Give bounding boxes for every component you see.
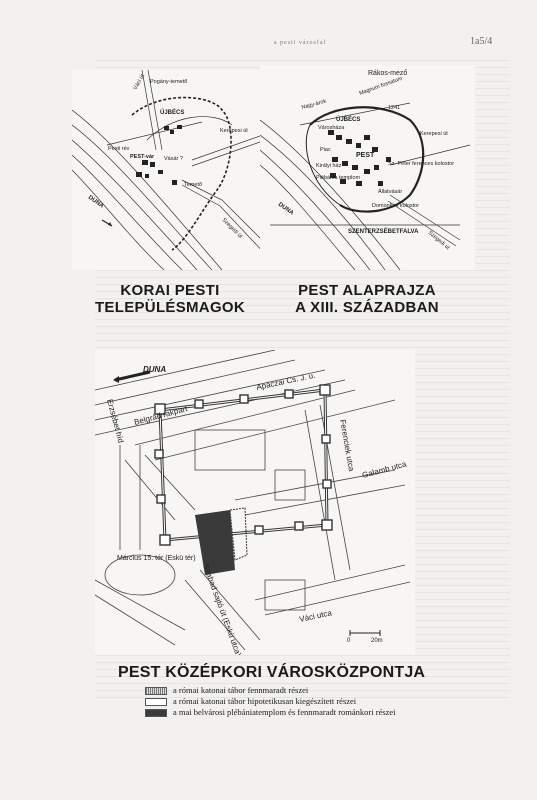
label-nagyarok: Nagy-árok bbox=[301, 99, 327, 111]
running-head: a pesti városfal bbox=[273, 40, 327, 46]
label-pesti-rev: Pesti rév bbox=[108, 146, 130, 152]
map-early-settlements: Pogány-temető ÚJBÉCS Pesti rév Kerepesi … bbox=[72, 70, 282, 270]
caption-13th: PEST ALAPRAJZA A XIII. SZÁZADBAN bbox=[282, 282, 452, 316]
label-duna-2: DUNA bbox=[277, 202, 295, 217]
map-13th-drawing: Rákos-mező Nagy-árok Magnum fossatum 124… bbox=[260, 70, 471, 270]
label-magnum: Magnum fossatum bbox=[359, 76, 404, 97]
label-szegedi: Szegedi út bbox=[221, 217, 244, 240]
label-apaczai: Apáczai Cs. J. u. bbox=[256, 371, 317, 392]
label-plebania: Plébánia templom bbox=[316, 175, 360, 181]
map-early-drawing: Pogány-temető ÚJBÉCS Pesti rév Kerepesi … bbox=[72, 70, 278, 270]
label-ujbecs: ÚJBÉCS bbox=[160, 108, 184, 116]
caption-13th-line2: A XIII. SZÁZADBAN bbox=[295, 299, 439, 316]
label-scale0: 0 bbox=[347, 638, 351, 644]
label-szenterzs: SZENTERZSÉBETFALVA bbox=[348, 227, 419, 235]
page-number: 1a5/4 bbox=[470, 36, 493, 47]
caption-early-line1: KORAI PESTI bbox=[120, 282, 220, 299]
label-duna-1: DUNA bbox=[87, 195, 105, 210]
legend-label-2: a római katonai tábor hipotetikusan kieg… bbox=[173, 696, 357, 706]
main-title: PEST KÖZÉPKORI VÁROSKÖZPONTJA bbox=[118, 664, 426, 681]
label-pestvar: PEST-vár bbox=[130, 154, 155, 160]
label-kerepesi: Kerepesi út bbox=[220, 128, 248, 134]
label-scale20: 20m bbox=[371, 638, 383, 644]
legend-row-1: a római katonai tábor fennmaradt részei bbox=[145, 685, 396, 696]
legend-label-3: a mai belvárosi plébániatemplom és fennm… bbox=[173, 707, 396, 717]
label-rakosmezo: Rákos-mező bbox=[368, 70, 407, 77]
label-kiralyi: Királyi ház bbox=[316, 163, 342, 169]
label-galamb: Galamb utca bbox=[361, 459, 408, 480]
legend-label-1: a római katonai tábor fennmaradt részei bbox=[173, 685, 309, 695]
label-marcius: Március 15. tér (Eskü tér) bbox=[117, 555, 196, 562]
label-kerepesi-2: Kerepesi út bbox=[420, 131, 448, 137]
label-duna-3: DUNA bbox=[143, 365, 166, 374]
map-city-drawing: DUNA Belgrád rakpart Apáczai Cs. J. u. E… bbox=[95, 350, 411, 655]
legend-swatch-hypothetical bbox=[145, 697, 167, 706]
label-szegedi-2: Szegedi út bbox=[427, 230, 451, 252]
label-peter: Sz. Péter ferences kolostor bbox=[388, 161, 454, 167]
label-pogany: Pogány-temető bbox=[150, 79, 187, 85]
label-szabad: Szabad sajtó út (Eskü utca) bbox=[201, 563, 243, 655]
label-temeto: Temető bbox=[184, 182, 202, 188]
legend-swatch-church bbox=[145, 708, 167, 717]
label-varoshaz: Városháza bbox=[318, 125, 345, 131]
caption-early-line2: TELEPÜLÉSMAGOK bbox=[94, 299, 246, 316]
label-erzsebet: Erzsébet híd bbox=[105, 398, 125, 444]
caption-early: KORAI PESTI TELEPÜLÉSMAGOK bbox=[90, 282, 250, 316]
label-piac: Piac bbox=[320, 147, 331, 153]
legend: a római katonai tábor fennmaradt részei … bbox=[145, 685, 396, 718]
label-ferenciek: Ferenciek utca bbox=[338, 419, 356, 473]
caption-13th-line1: PEST ALAPRAJZA bbox=[298, 282, 436, 299]
map-13th-century: Rákos-mező Nagy-árok Magnum fossatum 124… bbox=[260, 65, 475, 270]
label-ujbecs-2: ÚJBÉCS bbox=[336, 115, 360, 123]
label-year: 1241 bbox=[388, 105, 400, 111]
label-vasar: Vásár ? bbox=[164, 156, 183, 162]
label-allatvasar: Állatvásár bbox=[378, 188, 402, 195]
label-pest: PEST bbox=[356, 152, 375, 159]
map-city-center: DUNA Belgrád rakpart Apáczai Cs. J. u. E… bbox=[95, 350, 415, 655]
label-vaci: Váci utca bbox=[299, 608, 334, 624]
legend-row-2: a római katonai tábor hipotetikusan kieg… bbox=[145, 696, 396, 707]
legend-row-3: a mai belvárosi plébániatemplom és fennm… bbox=[145, 707, 396, 718]
label-domonkos: Domonkos kolostor bbox=[372, 203, 419, 209]
legend-swatch-remaining bbox=[145, 686, 167, 695]
